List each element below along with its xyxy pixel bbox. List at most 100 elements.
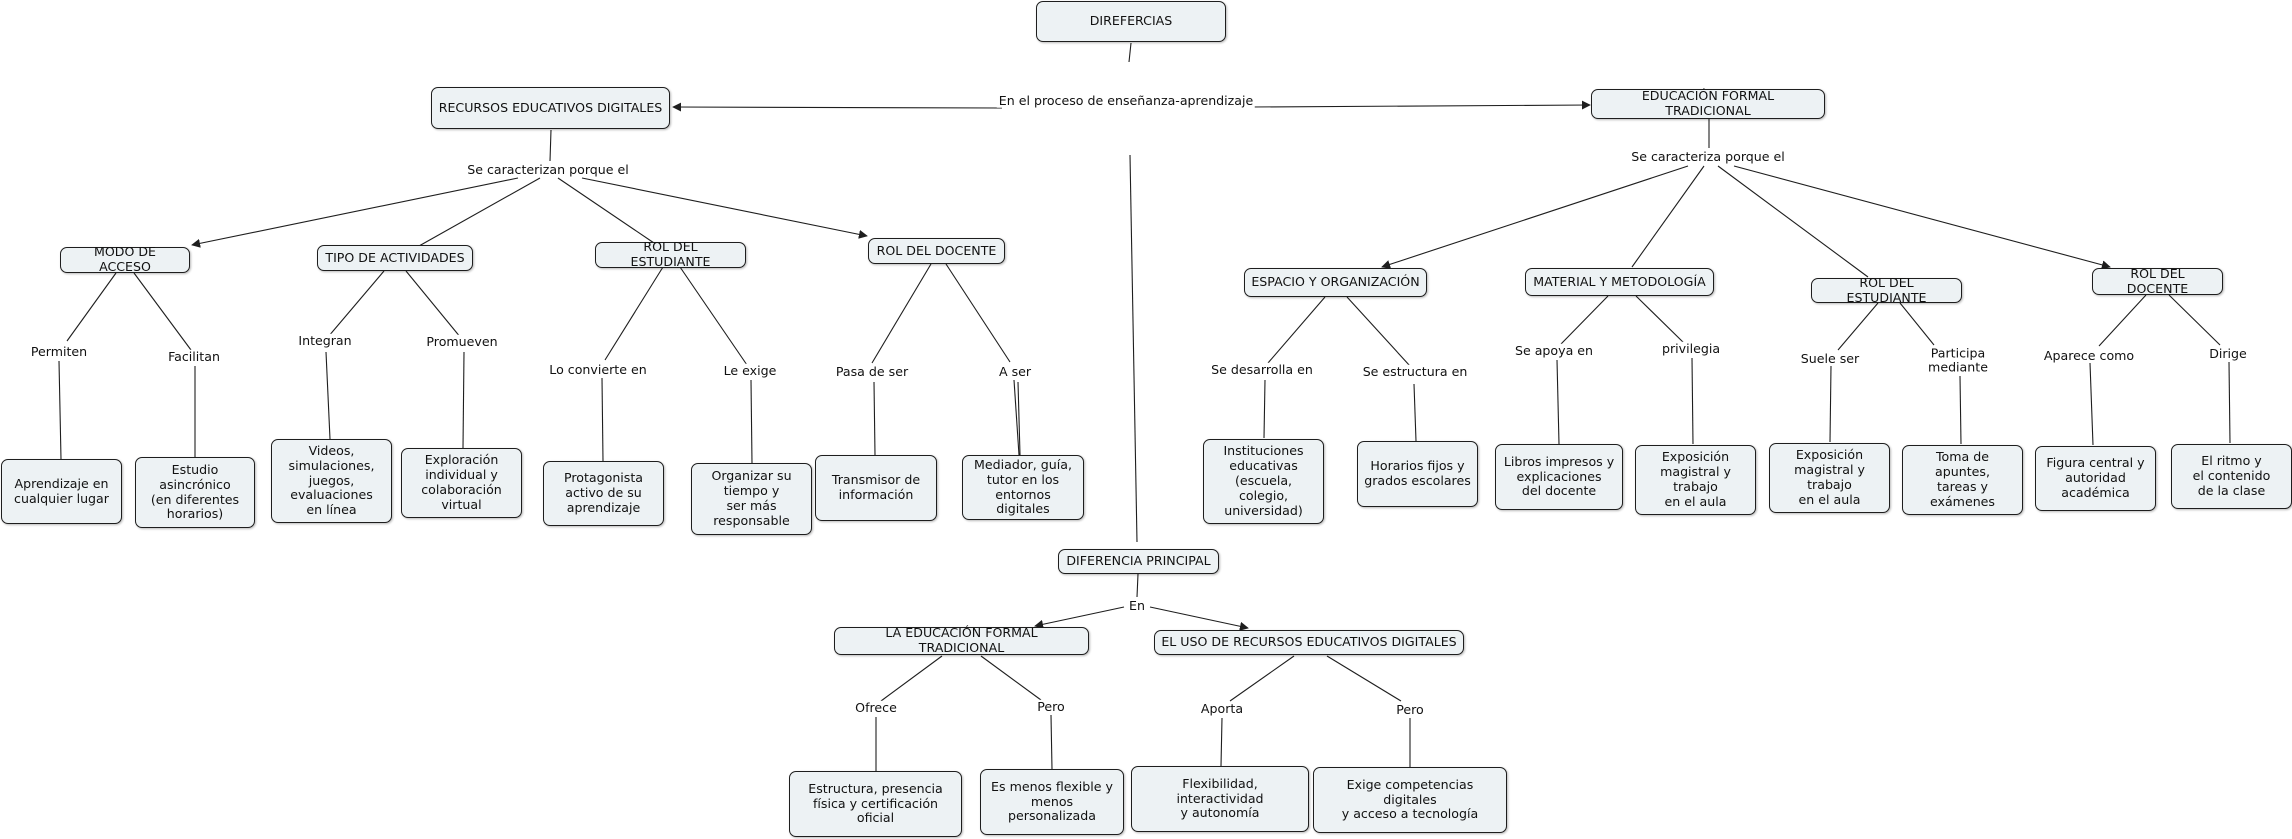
connector (871, 263, 932, 364)
link-pasa-de-ser[interactable]: Pasa de ser (833, 363, 911, 380)
connector (1229, 655, 1295, 702)
connector (2098, 294, 2147, 347)
node-transmisor-de-informacion[interactable]: Transmisor de información (815, 455, 937, 521)
link-lo-convierte-en[interactable]: Lo convierte en (547, 361, 649, 378)
link-aporta[interactable]: Aporta (1198, 700, 1246, 717)
link-aparece-como[interactable]: Aparece como (2041, 347, 2137, 364)
node-aprendizaje-en-cualquier-lugar[interactable]: Aprendizaje en cualquier lugar (1, 459, 122, 524)
connector-arrow (191, 177, 519, 248)
node-figura-central[interactable]: Figura central y autoridad académica (2035, 446, 2156, 511)
connector (557, 177, 655, 244)
connector (1220, 717, 1223, 767)
connector (327, 270, 385, 338)
node-red-rol-del-docente[interactable]: ROL DEL DOCENTE (868, 238, 1005, 264)
node-exposicion-magistral-material[interactable]: Exposición magistral y trabajo en el aul… (1635, 445, 1756, 515)
connector (1050, 714, 1053, 770)
node-protagonista-activo[interactable]: Protagonista activo de su aprendizaje (543, 461, 664, 526)
connector (880, 655, 943, 702)
connector (1263, 379, 1266, 439)
node-mediador-guia-tutor[interactable]: Mediador, guía, tutor en los entornos di… (962, 455, 1084, 520)
link-le-exige[interactable]: Le exige (721, 362, 779, 379)
node-organizar-su-tiempo[interactable]: Organizar su tiempo y ser más responsabl… (691, 463, 812, 535)
node-menos-flexible[interactable]: Es menos flexible y menos personalizada (980, 769, 1124, 835)
connector (133, 272, 192, 351)
connector (980, 655, 1042, 701)
link-promueven[interactable]: Promueven (424, 333, 500, 350)
node-red-modo-de-acceso[interactable]: MODO DE ACCESO (60, 244, 190, 274)
link-integran[interactable]: Integran (296, 332, 354, 349)
connector (750, 379, 753, 464)
link-proceso-ensenanza[interactable]: En el proceso de enseñanza-aprendizaje (996, 92, 1256, 109)
link-pero-eft[interactable]: Pero (1035, 698, 1067, 715)
connector (1959, 375, 1962, 445)
node-instituciones-educativas[interactable]: Instituciones educativas (escuela, coleg… (1203, 439, 1324, 524)
node-exploracion-colaboracion[interactable]: Exploración individual y colaboración vi… (401, 448, 522, 518)
connector (1837, 302, 1879, 351)
connector (58, 360, 62, 460)
connector (1899, 302, 1935, 346)
node-educacion-formal-tradicional[interactable]: EDUCACIÓN FORMAL TRADICIONAL (1591, 88, 1825, 119)
connector (2089, 362, 2094, 446)
connector-arrow (1733, 165, 2111, 270)
connector (1635, 295, 1687, 346)
link-se-desarrolla-en[interactable]: Se desarrolla en (1209, 361, 1315, 378)
link-participa-mediante[interactable]: Participa mediante (1926, 345, 1990, 376)
root-concept[interactable]: DIREFERCIAS (1036, 1, 1226, 42)
connector (1631, 165, 1705, 268)
connector (1691, 357, 1694, 445)
connector (1560, 295, 1609, 345)
node-eft-material-y-metodologia[interactable]: MATERIAL Y METODOLOGÍA (1525, 268, 1714, 296)
node-red-rol-del-estudiante[interactable]: ROL DEL ESTUDIANTE (595, 239, 746, 269)
node-eft-rol-del-docente[interactable]: ROL DEL DOCENTE (2092, 266, 2223, 295)
connector (1136, 573, 1139, 598)
connector (1017, 381, 1021, 456)
connector (1013, 379, 1020, 456)
link-se-estructura-en[interactable]: Se estructura en (1360, 363, 1470, 380)
node-exige-competencias[interactable]: Exige competencias digitales y acceso a … (1313, 767, 1507, 833)
node-diferencia-principal[interactable]: DIFERENCIA PRINCIPAL (1058, 549, 1219, 574)
node-exposicion-magistral-estudiante[interactable]: Exposición magistral y trabajo en el aul… (1769, 443, 1890, 513)
node-ritmo-y-contenido[interactable]: El ritmo y el contenido de la clase (2171, 444, 2292, 509)
node-estructura-presencia[interactable]: Estructura, presencia física y certifica… (789, 771, 962, 837)
link-pero-red[interactable]: Pero (1394, 701, 1426, 718)
connector (325, 351, 331, 440)
connector (945, 263, 1011, 363)
node-recursos-educativos-digitales[interactable]: RECURSOS EDUCATIVOS DIGITALES (431, 87, 670, 129)
link-se-caracteriza[interactable]: Se caracteriza porque el (1629, 148, 1787, 165)
connector (1346, 296, 1411, 367)
connector (1326, 655, 1402, 702)
link-ofrece[interactable]: Ofrece (853, 699, 899, 716)
connector (1128, 42, 1132, 63)
link-a-ser[interactable]: A ser (996, 363, 1034, 380)
node-red-tipo-de-actividades[interactable]: TIPO DE ACTIVIDADES (317, 245, 473, 271)
link-se-caracterizan[interactable]: Se caracterizan porque el (465, 161, 631, 178)
connector (601, 377, 604, 462)
node-videos-simulaciones[interactable]: Videos, simulaciones, juegos, evaluacion… (271, 439, 392, 523)
node-estudio-asincronico[interactable]: Estudio asincrónico (en diferentes horar… (135, 457, 255, 528)
link-privilegia[interactable]: privilegia (1659, 340, 1723, 357)
connector (1129, 154, 1138, 543)
connector (1413, 383, 1417, 442)
node-libros-impresos[interactable]: Libros impresos y explicaciones del doce… (1495, 444, 1623, 510)
connector (873, 381, 876, 456)
node-toma-de-apuntes[interactable]: Toma de apuntes, tareas y exámenes (1902, 445, 2023, 515)
connector (1267, 296, 1326, 364)
connector (549, 129, 552, 162)
link-permiten[interactable]: Permiten (28, 343, 90, 360)
node-eft-rol-del-estudiante[interactable]: ROL DEL ESTUDIANTE (1811, 275, 1962, 304)
node-eft-espacio-y-organizacion[interactable]: ESPACIO Y ORGANIZACIÓN (1244, 268, 1427, 297)
link-suele-ser[interactable]: Suele ser (1798, 350, 1862, 367)
connector (418, 177, 541, 247)
node-flexibilidad-interactividad[interactable]: Flexibilidad, interactividad y autonomía (1131, 766, 1309, 832)
node-horarios-fijos[interactable]: Horarios fijos y grados escolares (1357, 441, 1478, 507)
link-en[interactable]: En (1127, 597, 1147, 614)
node-dif-recursos-digitales[interactable]: EL USO DE RECURSOS EDUCATIVOS DIGITALES (1154, 630, 1464, 655)
connector-arrow (1381, 165, 1689, 269)
link-se-apoya-en[interactable]: Se apoya en (1512, 342, 1596, 359)
node-dif-educacion-formal[interactable]: LA EDUCACIÓN FORMAL TRADICIONAL (834, 625, 1089, 655)
connector (604, 266, 664, 361)
connector-arrow (1149, 606, 1249, 631)
link-dirige[interactable]: Dirige (2207, 345, 2249, 362)
link-facilitan[interactable]: Facilitan (166, 348, 222, 365)
